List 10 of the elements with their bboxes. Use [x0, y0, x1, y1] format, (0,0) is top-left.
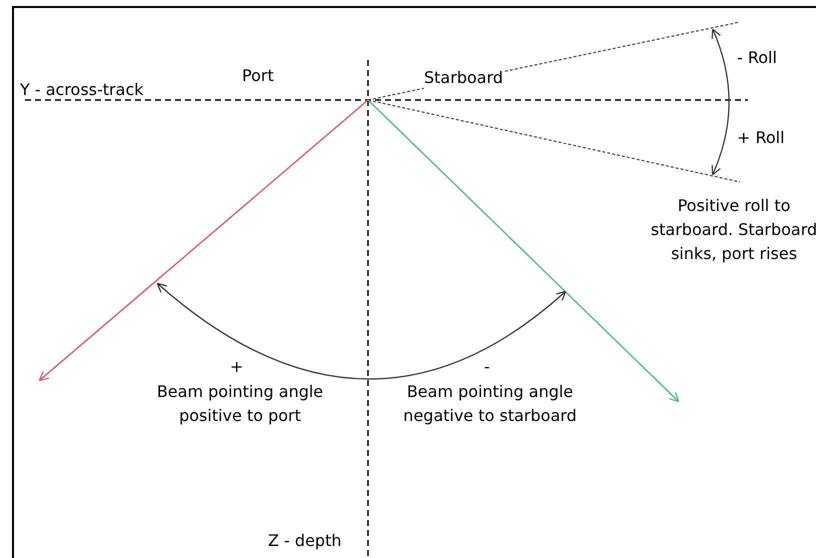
- angle-description: Beam pointing angle positive to port: [156, 381, 324, 427]
- angle-description: Beam pointing angle negative to starboard: [402, 381, 578, 427]
- sign-label: +: [230, 356, 244, 378]
- side-label: Port: [242, 65, 274, 87]
- axis-label: Z - depth: [268, 530, 342, 552]
- sign-label: -: [484, 356, 490, 378]
- axis-label: Y - across-track: [20, 79, 144, 101]
- angle-label: - Roll: [737, 47, 777, 69]
- angle-label: + Roll: [737, 127, 785, 149]
- note-text: Positive roll to starboard. Starboard sinks, port rises: [650, 195, 816, 265]
